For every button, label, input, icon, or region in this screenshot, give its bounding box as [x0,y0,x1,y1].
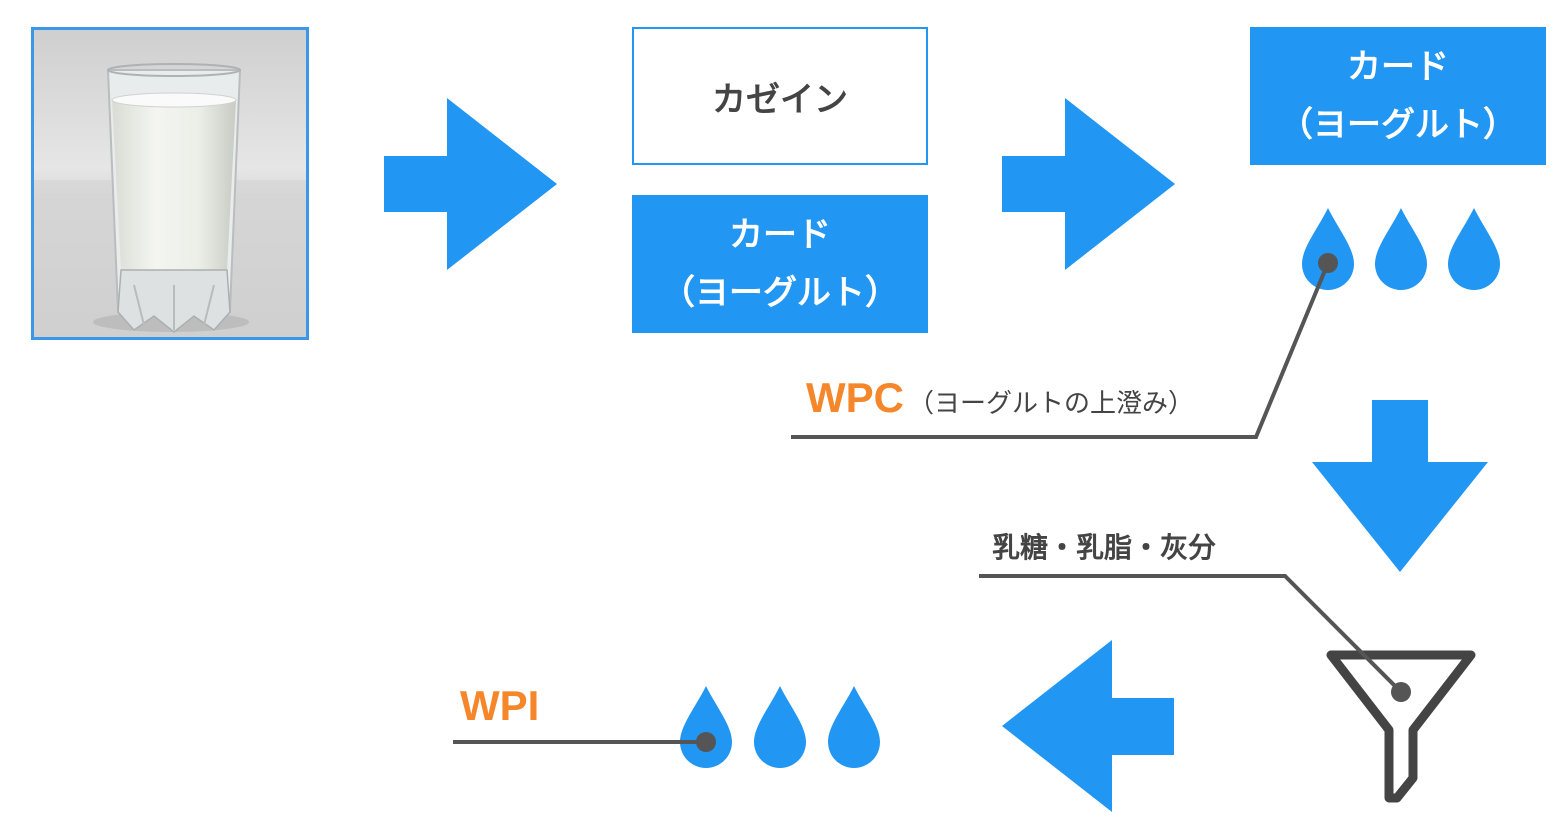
removed-leader-dot [1391,682,1411,702]
curd-label: カード [1347,47,1449,87]
arrow-icon [1312,400,1488,572]
arrow-icon [1002,640,1174,812]
drop-icon [1375,208,1427,290]
arrow-icon [1002,98,1175,270]
wpi-leader-dot [696,732,716,752]
wpc-label: WPC [806,374,904,421]
drop-icon [828,686,880,768]
drop-icon [1302,208,1354,290]
arrow-icon [384,98,557,270]
curd-label: カード [729,215,831,255]
curd-sub-label: （ヨーグルト） [661,273,899,313]
removed-leader-line [979,574,1403,694]
curd-box-right: カード （ヨーグルト） [1250,27,1546,165]
wpi-label: WPI [460,682,540,729]
drop-icon [1448,208,1500,290]
drop-icon [680,686,732,768]
wpc-leader-line [791,262,1330,439]
wpc-callout: WPC（ヨーグルトの上澄み） [806,374,1194,422]
drop-icon [754,686,806,768]
funnel-icon [1326,650,1476,803]
wpc-leader-dot [1318,253,1338,273]
curd-box-middle: カード （ヨーグルト） [632,195,928,333]
casein-box: カゼイン [632,27,928,165]
wpc-note: （ヨーグルトの上澄み） [908,389,1195,419]
curd-sub-label: （ヨーグルト） [1279,105,1517,145]
casein-label: カゼイン [712,79,848,120]
milk-glass-image [31,27,309,340]
removed-components-label: 乳糖・乳脂・灰分 [992,531,1217,564]
